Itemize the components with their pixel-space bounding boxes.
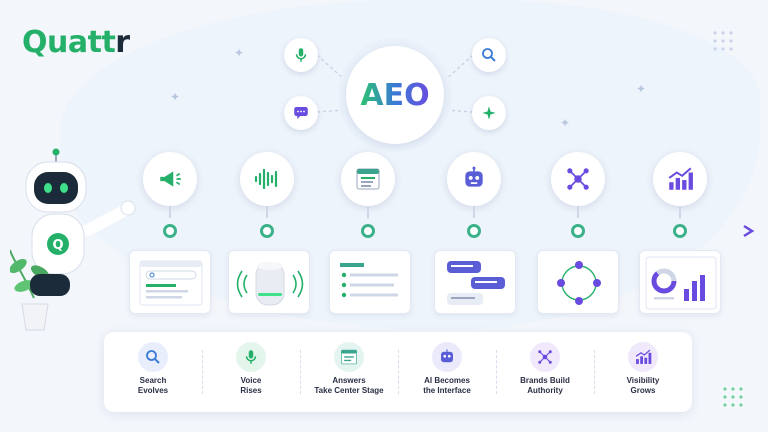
milestone-soundwave xyxy=(240,152,294,206)
step-brands-build-authority: Brands Build Authority xyxy=(496,342,594,396)
timeline-line xyxy=(108,224,755,238)
step-icon-wrap xyxy=(138,342,168,372)
search-results-card xyxy=(129,250,211,314)
milestone-robot xyxy=(447,152,501,206)
milestone-stem xyxy=(577,206,579,218)
timeline-node xyxy=(260,224,274,238)
timeline-node xyxy=(163,224,177,238)
step-divider xyxy=(300,350,301,394)
step-voice-rises: Voice Rises xyxy=(202,342,300,396)
analytics-card xyxy=(639,250,721,314)
robot-icon xyxy=(441,349,453,363)
answer-list-card xyxy=(329,250,411,314)
step-label: Voice Rises xyxy=(240,376,262,395)
sparkle-decoration: ✦ xyxy=(560,116,571,130)
soundwave-icon xyxy=(254,168,278,190)
microphone-icon xyxy=(295,48,307,62)
step-visibility-grows: Visibility Grows xyxy=(594,342,692,396)
satellite-search xyxy=(472,38,506,72)
sparkle-icon xyxy=(482,106,496,120)
step-answers-take-center-stage: Answers Take Center Stage xyxy=(300,342,398,396)
sparkle-decoration: ✦ xyxy=(234,46,245,60)
chat-messages-card xyxy=(434,250,516,314)
svg-text:Q: Q xyxy=(52,238,63,253)
sparkle-decoration: ✦ xyxy=(636,82,647,96)
timeline-node xyxy=(673,224,687,238)
step-label: Brands Build Authority xyxy=(520,376,570,395)
dot-grid-decoration xyxy=(713,31,733,51)
step-divider xyxy=(496,350,497,394)
steps-panel: Search Evolves Voice Rises Answers Take … xyxy=(104,332,692,412)
milestone-growth xyxy=(653,152,707,206)
microphone-icon xyxy=(245,350,257,364)
step-label: Search Evolves xyxy=(137,376,169,395)
aeo-hub: AEO xyxy=(346,46,444,144)
step-divider xyxy=(398,350,399,394)
step-icon-wrap xyxy=(432,342,462,372)
step-label: AI Becomes the Interface xyxy=(423,376,471,395)
step-ai-becomes-interface: AI Becomes the Interface xyxy=(398,342,496,396)
step-label: Answers Take Center Stage xyxy=(314,376,384,395)
growth-chart-icon xyxy=(635,349,652,364)
milestone-network xyxy=(551,152,605,206)
search-icon xyxy=(146,350,160,364)
sparkle-decoration: ✦ xyxy=(170,90,181,104)
milestone-megaphone xyxy=(143,152,197,206)
satellite-sparkle xyxy=(472,96,506,130)
milestone-stem xyxy=(679,206,681,218)
growth-chart-icon xyxy=(668,167,693,190)
milestone-stem xyxy=(473,206,475,218)
milestone-stem xyxy=(266,206,268,218)
timeline-node xyxy=(571,224,585,238)
step-search-evolves: Search Evolves xyxy=(104,342,202,396)
milestone-stem xyxy=(169,206,171,218)
network-icon xyxy=(538,350,552,364)
network-icon xyxy=(567,168,589,190)
people-network-card xyxy=(537,250,619,314)
step-icon-wrap xyxy=(334,342,364,372)
milestone-stem xyxy=(367,206,369,218)
document-list-icon xyxy=(356,168,380,190)
robot-icon xyxy=(465,166,483,187)
brand-wordmark: Quattr xyxy=(22,24,130,60)
step-label: Visibility Grows xyxy=(626,376,660,395)
step-divider xyxy=(594,350,595,394)
robot-mascot: Q xyxy=(10,148,136,331)
timeline-node xyxy=(467,224,481,238)
satellite-microphone xyxy=(284,38,318,72)
step-divider xyxy=(202,350,203,394)
search-icon xyxy=(482,48,496,62)
step-icon-wrap xyxy=(530,342,560,372)
brand-logo: Quattr xyxy=(22,22,130,62)
smart-speaker-card xyxy=(228,250,310,314)
satellite-chat xyxy=(284,96,318,130)
milestone-document xyxy=(341,152,395,206)
timeline-node xyxy=(361,224,375,238)
megaphone-icon xyxy=(160,171,181,187)
hub-label: AEO xyxy=(360,77,430,113)
dot-grid-decoration xyxy=(723,387,743,407)
chat-bubble-icon xyxy=(294,107,308,119)
step-icon-wrap xyxy=(236,342,266,372)
document-list-icon xyxy=(341,349,357,365)
step-icon-wrap xyxy=(628,342,658,372)
